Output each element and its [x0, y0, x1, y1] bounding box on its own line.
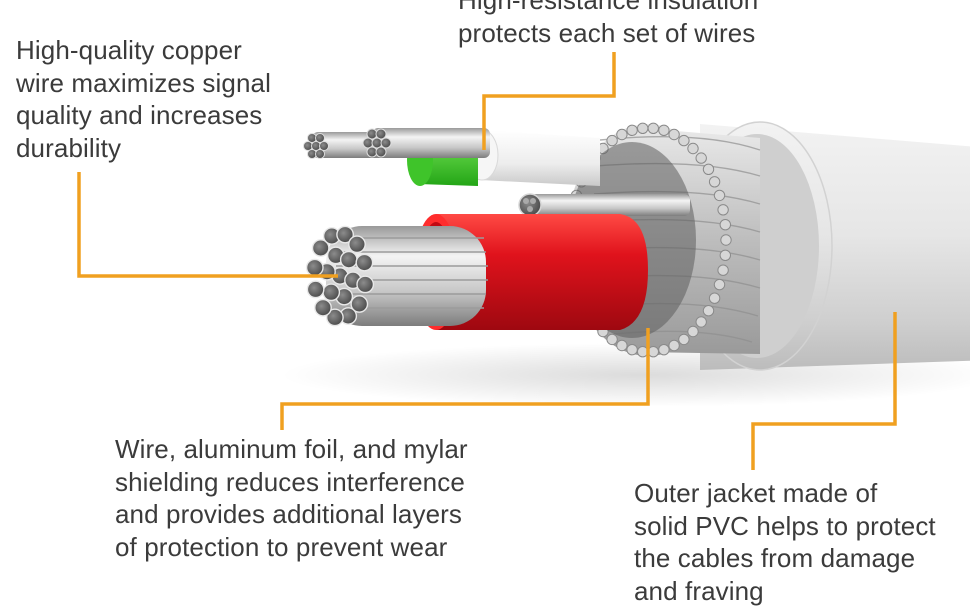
- braid-bead: [669, 129, 679, 139]
- label-jacket-line-4: and fraving: [634, 575, 936, 607]
- drain-wire: [519, 194, 690, 216]
- leader-copper: [79, 172, 338, 276]
- braid-bead: [659, 345, 669, 355]
- braid-bead: [617, 129, 627, 139]
- braid-bead: [720, 220, 730, 230]
- label-jacket-line-2: solid PVC helps to protect: [634, 510, 936, 543]
- braid-bead: [688, 326, 698, 336]
- label-shielding-line-4: of protection to prevent wear: [115, 531, 468, 564]
- braid-bead: [703, 164, 713, 174]
- braid-bead: [709, 293, 719, 303]
- label-jacket-line-1: Outer jacket made of: [634, 477, 936, 510]
- braid-bead: [688, 143, 698, 153]
- strand-end: [349, 236, 365, 252]
- braid-bead: [720, 250, 730, 260]
- braid-bead: [679, 334, 689, 344]
- label-jacket-line-3: the cables from damage: [634, 542, 936, 575]
- label-copper-line-1: High-quality copper: [16, 34, 271, 67]
- braid-bead: [703, 306, 713, 316]
- braid-bead: [718, 265, 728, 275]
- braid-bead: [679, 135, 689, 145]
- label-shielding: Wire, aluminum foil, and mylar shielding…: [115, 433, 468, 563]
- strand-end: [357, 276, 373, 292]
- label-shielding-line-2: shielding reduces interference: [115, 466, 468, 499]
- strand-end: [307, 259, 323, 275]
- braid-bead: [638, 123, 648, 133]
- braid-bead: [696, 153, 706, 163]
- braid-bead: [627, 125, 637, 135]
- label-outer-jacket: Outer jacket made of solid PVC helps to …: [634, 477, 936, 607]
- braid-bead: [714, 279, 724, 289]
- label-shielding-line-1: Wire, aluminum foil, and mylar: [115, 433, 468, 466]
- braid-bead: [709, 177, 719, 187]
- braid-bead: [659, 125, 669, 135]
- braid-bead: [696, 317, 706, 327]
- label-copper-wire: High-quality copper wire maximizes signa…: [16, 34, 271, 164]
- small-strand-bundle-right: [363, 128, 490, 158]
- braid-bead: [617, 340, 627, 350]
- braid-bead: [714, 190, 724, 200]
- braid-bead: [607, 334, 617, 344]
- label-insulation: High-resistance insulation protects each…: [458, 0, 758, 49]
- label-copper-line-2: wire maximizes signal: [16, 67, 271, 100]
- strand-end: [307, 281, 323, 297]
- strand-end: [356, 254, 372, 270]
- braid-bead: [607, 135, 617, 145]
- braid-bead: [721, 235, 731, 245]
- braid-bead: [627, 345, 637, 355]
- label-insulation-line-2: protects each set of wires: [458, 17, 758, 50]
- label-copper-line-3: quality and increases: [16, 99, 271, 132]
- label-copper-line-4: durability: [16, 132, 271, 165]
- braid-bead: [669, 340, 679, 350]
- label-insulation-line-1: High-resistance insulation: [458, 0, 758, 17]
- strand-end: [323, 284, 339, 300]
- strand-end: [315, 300, 331, 316]
- strand-end: [341, 252, 357, 268]
- label-shielding-line-3: and provides additional layers: [115, 498, 468, 531]
- braid-bead: [718, 205, 728, 215]
- braid-bead: [648, 123, 658, 133]
